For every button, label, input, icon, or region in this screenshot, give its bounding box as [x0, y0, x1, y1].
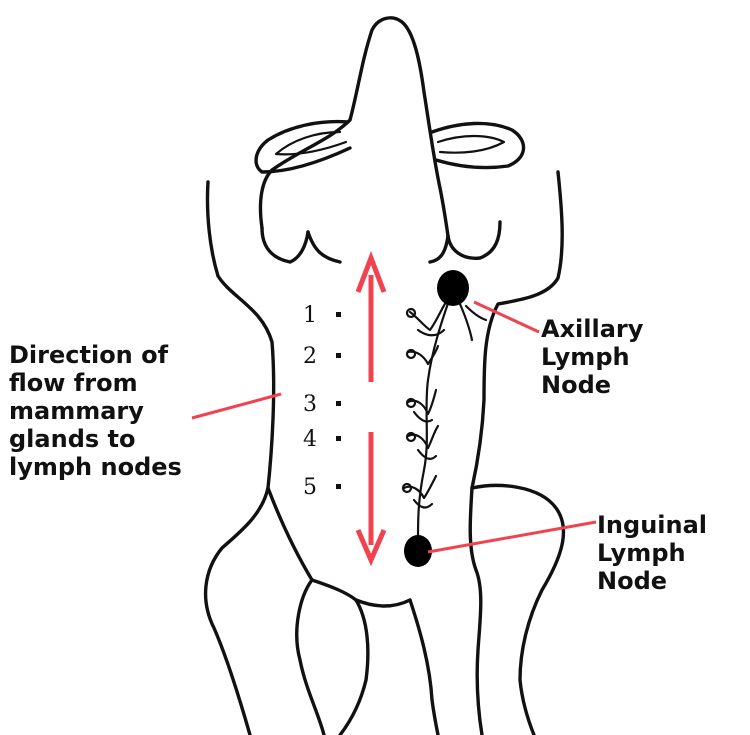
left-hind-leg-inner	[310, 578, 370, 735]
lymph-vessel-main	[416, 290, 454, 542]
lymph-vessel-4	[406, 424, 440, 450]
axillary-label-line-2: Lymph	[541, 343, 630, 371]
flow-label-line-4: glands to	[9, 425, 136, 453]
gland-number-4: 4	[303, 427, 317, 452]
inguinal-leader	[427, 520, 597, 554]
flow-label-leader	[191, 392, 282, 420]
axillary-lymph-node	[437, 270, 469, 306]
gland-number-3: 3	[303, 392, 317, 417]
right-ear	[430, 121, 526, 170]
left-ear-inner	[274, 130, 348, 156]
lymph-vessel-1b	[416, 328, 446, 337]
left-front-leg	[260, 226, 310, 264]
gland-dot-5	[336, 484, 341, 489]
gland-dot-4	[336, 436, 341, 441]
left-hind-leg	[266, 486, 326, 735]
gland-dot-3	[336, 401, 341, 406]
nipple-4	[405, 431, 417, 443]
right-ear-inner	[436, 134, 506, 154]
lymph-vessel-4b	[416, 448, 438, 460]
left-shoulder	[306, 230, 342, 264]
inguinal-lymph-node	[404, 535, 432, 567]
gland-number-1: 1	[303, 303, 317, 328]
axillary-leader	[473, 300, 540, 334]
inguinal-label-line-3: Node	[597, 567, 668, 595]
gland-number-5: 5	[303, 475, 317, 500]
gland-dot-1	[336, 312, 341, 317]
flow-label-line-2: flow from	[9, 369, 138, 397]
lymph-vessel-5b	[412, 498, 434, 509]
flow-label-line-5: lymph nodes	[9, 453, 182, 481]
nipple-3	[405, 397, 417, 409]
left-ear	[254, 119, 352, 174]
gland-dot-2	[336, 353, 341, 358]
lymph-vessel-3b	[412, 410, 434, 423]
flow-arrow-head-down	[355, 529, 387, 567]
axillary-label-line-1: Axillary	[541, 315, 644, 343]
tail-left	[354, 598, 412, 608]
mouse-body-outline	[203, 180, 276, 735]
mouse-head-outline	[258, 16, 450, 238]
nipple-5	[401, 482, 413, 494]
nipple-2	[405, 348, 417, 360]
inguinal-label-line-2: Lymph	[597, 539, 686, 567]
flow-label-line-3: mammary	[9, 397, 144, 425]
flow-label-line-1: Direction of	[9, 341, 169, 369]
inguinal-label-line-1: Inguinal	[597, 511, 708, 539]
right-hind-leg-inner	[408, 598, 440, 735]
lymph-vessel-3	[406, 388, 438, 416]
axillary-label-line-3: Node	[541, 371, 612, 399]
nipple-1	[405, 307, 417, 319]
lymph-vessel-1	[408, 300, 448, 332]
gland-number-2: 2	[303, 344, 317, 369]
right-front-leg	[446, 220, 502, 260]
right-hind-leg	[468, 486, 484, 735]
axillary-node-vessels	[458, 302, 488, 342]
right-shoulder	[428, 234, 450, 264]
flow-arrow-head-up	[355, 250, 387, 293]
